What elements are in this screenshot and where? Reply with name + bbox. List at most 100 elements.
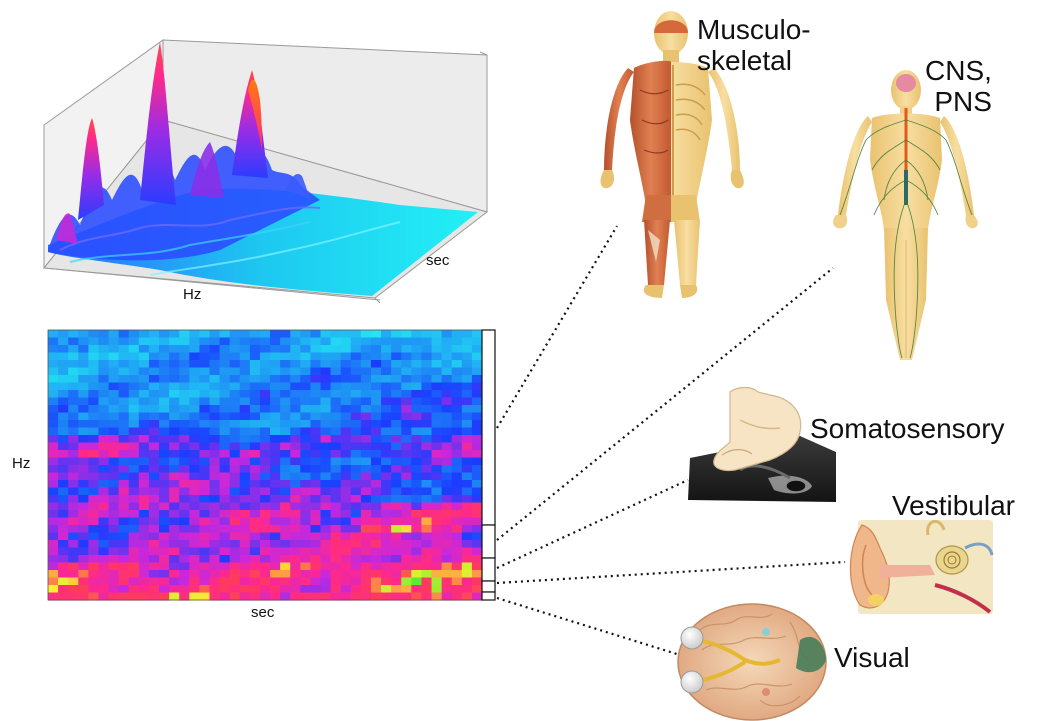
spectrogram-cell: [78, 555, 89, 564]
spectrogram-cell: [461, 412, 473, 421]
spectrogram-cell: [88, 570, 100, 579]
spectrogram-cell: [68, 450, 79, 459]
spectrogram-cell: [108, 577, 120, 586]
spectrogram-cell: [391, 412, 402, 421]
spectrogram-cell: [411, 517, 423, 526]
spectrogram-cell: [330, 420, 342, 429]
spectrogram-cell: [239, 502, 251, 511]
spectrogram-cell: [138, 450, 150, 459]
spectrogram-cell: [441, 465, 453, 474]
spectrogram-cell: [48, 480, 59, 489]
spectrogram-cell: [159, 487, 170, 496]
spectrogram-cell: [209, 495, 221, 504]
spectrogram-cell: [401, 330, 412, 339]
spectrogram-cell: [461, 405, 473, 414]
spectrogram-cell: [108, 442, 120, 451]
spectrogram-cell: [290, 382, 301, 391]
spectrogram-cell: [249, 562, 261, 571]
spectrogram-cell: [421, 337, 433, 346]
spectrogram-cell: [451, 525, 463, 534]
spectrogram-cell: [441, 345, 453, 354]
spectrogram-cell: [280, 330, 291, 339]
spectrogram-cell: [229, 570, 241, 579]
spectrogram-cell: [391, 547, 402, 556]
spectrogram-cell: [118, 457, 130, 466]
spectrogram-cell: [78, 450, 89, 459]
spectrogram-cell: [189, 367, 200, 376]
spectrogram-cell: [350, 555, 362, 564]
spectrogram-cell: [58, 405, 69, 414]
spectrogram-cell: [451, 420, 463, 429]
spectrogram-cell: [199, 390, 211, 399]
spectrogram-cell: [431, 375, 443, 384]
spectrogram-cell: [78, 570, 89, 579]
spectrogram-cell: [421, 465, 433, 474]
spectrogram-cell: [280, 585, 291, 594]
spectrogram-cell: [300, 570, 312, 579]
spectrogram-cell: [209, 472, 221, 481]
spectrogram-cell: [391, 450, 402, 459]
spectrogram-cell: [68, 337, 79, 346]
spectrogram-cell: [209, 525, 221, 534]
spectrogram-cell: [239, 442, 251, 451]
spectrogram-cell: [441, 525, 453, 534]
spectrogram-cell: [350, 360, 362, 369]
spectrogram-cell: [199, 517, 211, 526]
spectrogram-cell: [179, 585, 190, 594]
spectrogram-cell: [78, 592, 89, 601]
spectrogram-cell: [138, 577, 150, 586]
spectrogram-cell: [461, 547, 473, 556]
spectrogram-cell: [441, 367, 453, 376]
spectrogram-cell: [290, 525, 301, 534]
spectrogram-cell: [88, 352, 100, 361]
spectrogram-cell: [88, 555, 100, 564]
spectrogram-cell: [148, 570, 160, 579]
spectrogram-cell: [431, 360, 443, 369]
spectrogram-cell: [88, 480, 100, 489]
spectrogram-cell: [461, 330, 473, 339]
musculoskeletal-label: Musculo- skeletal: [697, 14, 811, 76]
spectrogram-cell: [128, 337, 140, 346]
spectrogram-cell: [58, 465, 69, 474]
spectrogram-cell: [401, 457, 412, 466]
spectrogram-cell: [108, 390, 120, 399]
spectrogram-cell: [148, 525, 160, 534]
spectrogram-cell: [431, 465, 443, 474]
spectrogram-cell: [471, 465, 483, 474]
spectrogram-cell: [391, 375, 402, 384]
spectrogram-cell: [259, 420, 271, 429]
spectrogram-cell: [401, 525, 412, 534]
spectrogram-cell: [68, 435, 79, 444]
spectrogram-cell: [209, 360, 221, 369]
spectrogram-cell: [259, 570, 271, 579]
spectrogram-cell: [421, 450, 433, 459]
spectrogram-cell: [229, 405, 241, 414]
spectrogram-cell: [189, 390, 200, 399]
spectrogram-cell: [259, 502, 271, 511]
spectrogram-cell: [391, 457, 402, 466]
spectrogram-cell: [330, 480, 342, 489]
spectrogram-cell: [229, 367, 241, 376]
spectrogram-cell: [189, 555, 200, 564]
spectrogram-cell: [370, 345, 382, 354]
spectrogram-cell: [108, 345, 120, 354]
spectrogram-cell: [330, 360, 342, 369]
spectrogram-cell: [431, 330, 443, 339]
spectrogram-cell: [229, 450, 241, 459]
spectrogram-cell: [68, 547, 79, 556]
spectrogram-cell: [360, 585, 372, 594]
spectrogram-cell: [138, 465, 150, 474]
spectrogram-cell: [461, 450, 473, 459]
spectrogram-cell: [320, 472, 332, 481]
spectrogram-cell: [249, 360, 261, 369]
spectrogram-cell: [128, 592, 140, 601]
spectrogram-cell: [58, 397, 69, 406]
spectrogram-cell: [118, 382, 130, 391]
spectrogram-cell: [219, 495, 231, 504]
spectrogram-cell: [401, 352, 412, 361]
spectrogram-cell: [391, 367, 402, 376]
spectrogram-cell: [108, 367, 120, 376]
spectrogram-cell: [451, 367, 463, 376]
spectrogram-cell: [48, 585, 59, 594]
